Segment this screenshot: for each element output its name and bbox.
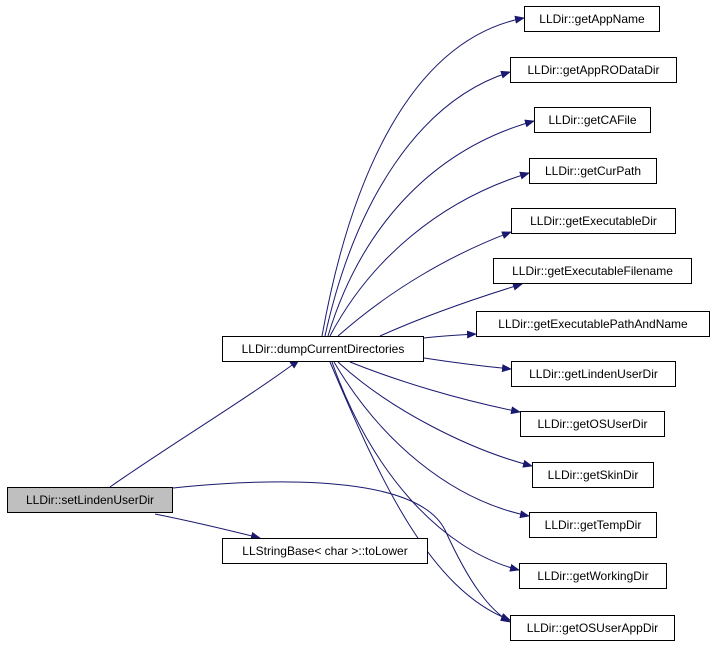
edge-dump-skin <box>337 361 533 468</box>
edge-dump-working <box>331 361 520 572</box>
node-approdata[interactable]: LLDir::getAppRODataDir <box>510 57 677 83</box>
edge-root-osuserapp <box>172 481 511 623</box>
node-cafile[interactable]: LLDir::getCAFile <box>534 107 651 133</box>
edge-dump-approdata <box>324 70 511 337</box>
node-skin[interactable]: LLDir::getSkinDir <box>532 462 654 488</box>
node-execdir[interactable]: LLDir::getExecutableDir <box>511 208 676 234</box>
edge-dump-execfile <box>379 282 523 337</box>
edge-root-dump <box>109 359 300 488</box>
edge-dump-execdir <box>337 231 512 337</box>
node-temp[interactable]: LLDir::getTempDir <box>529 512 657 538</box>
edge-dump-osuser <box>349 361 521 415</box>
edge-dump-lindenuser <box>423 357 512 373</box>
node-osuser[interactable]: LLDir::getOSUserDir <box>520 411 665 437</box>
edge-dump-curpath <box>329 171 530 337</box>
node-root: LLDir::setLindenUserDir <box>7 487 173 513</box>
edge-dump-appname <box>321 15 525 337</box>
node-lindenuser[interactable]: LLDir::getLindenUserDir <box>511 361 676 387</box>
node-appname[interactable]: LLDir::getAppName <box>524 6 660 32</box>
edge-dump-temp <box>333 361 530 519</box>
edge-root-tolower <box>154 513 261 540</box>
edge-dump-execpath <box>423 330 477 339</box>
node-curpath[interactable]: LLDir::getCurPath <box>529 158 657 184</box>
edge-dump-cafile <box>327 119 535 337</box>
node-osuserapp[interactable]: LLDir::getOSUserAppDir <box>510 615 675 641</box>
node-execpath[interactable]: LLDir::getExecutablePathAndName <box>476 311 710 337</box>
node-dump[interactable]: LLDir::dumpCurrentDirectories <box>222 336 424 362</box>
node-tolower[interactable]: LLStringBase< char >::toLower <box>222 538 428 564</box>
edge-dump-osuserapp <box>329 361 511 621</box>
node-execfile[interactable]: LLDir::getExecutableFilename <box>493 258 692 284</box>
node-working[interactable]: LLDir::getWorkingDir <box>519 563 667 589</box>
